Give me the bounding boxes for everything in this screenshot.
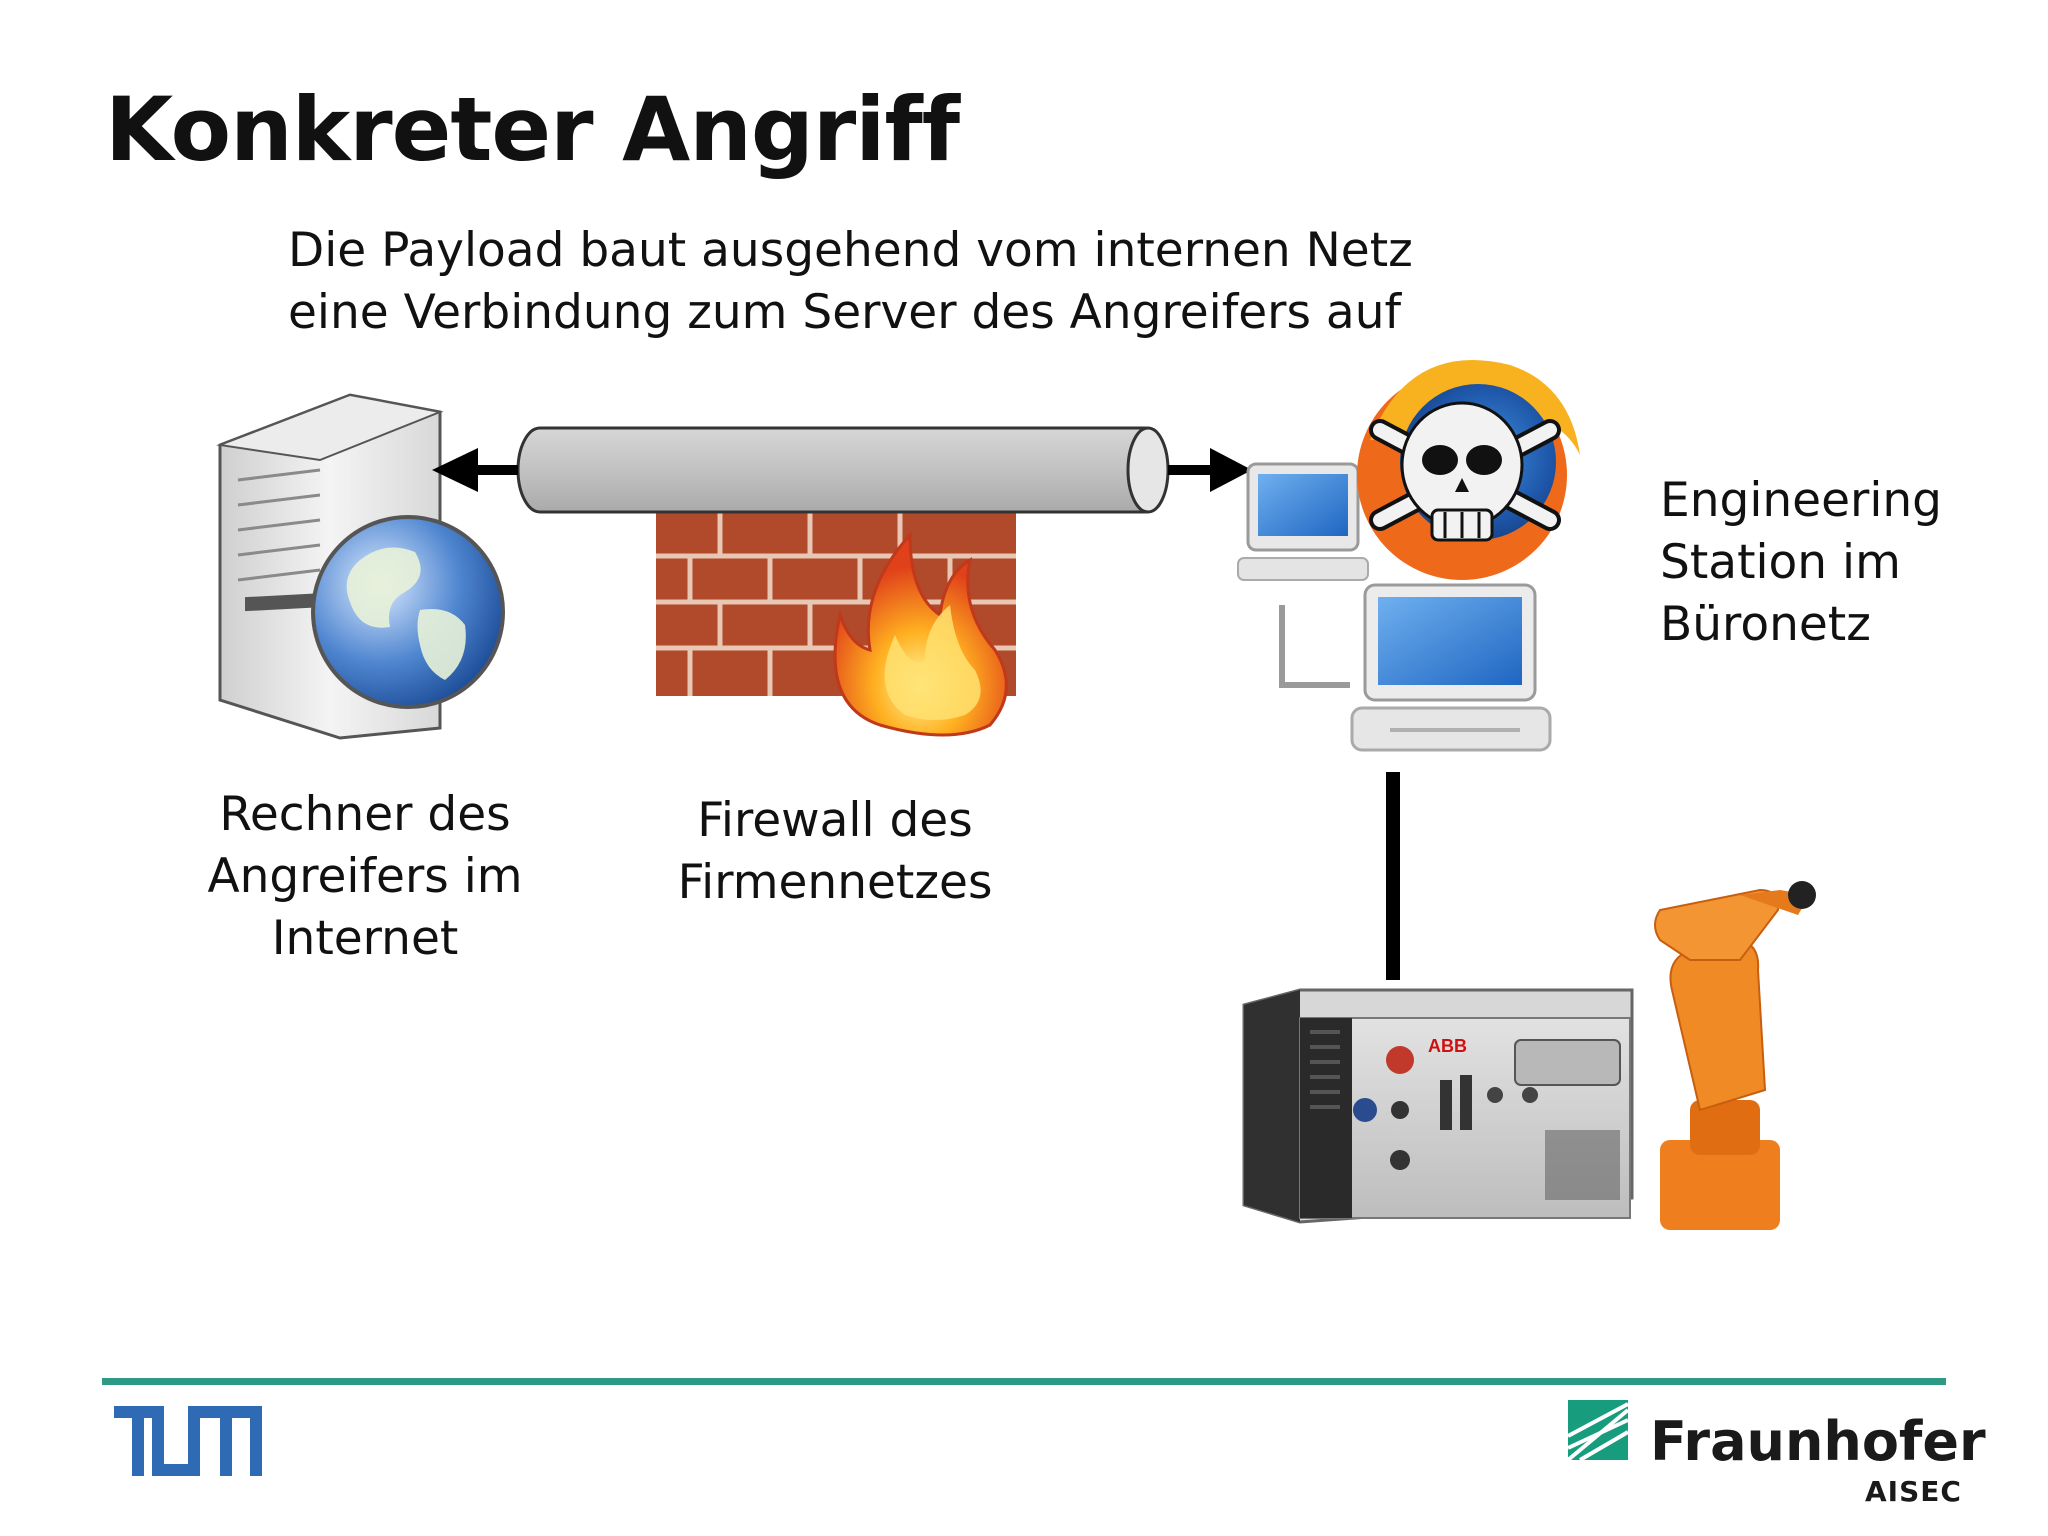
firewall-icon [656,510,1016,737]
connection-tunnel [516,426,1170,514]
server-globe-icon [216,393,505,740]
arrow-right-icon [1168,448,1252,492]
industrial-robot-icon [1654,881,1816,1230]
arrow-left-icon [432,448,518,492]
page-subtitle: Die Payload baut ausgehend vom internen … [288,223,1413,340]
footer-divider [102,1378,1946,1385]
page-title: Konkreter Angriff [105,78,960,181]
skull-firefox-icon [1357,360,1580,580]
robot-controller-icon: ABB [1242,988,1634,1224]
tum-logo [114,1406,262,1476]
engineering-station-label: Engineering Station im Büronetz [1660,473,1942,652]
workstation-icon [1237,462,1552,752]
fraunhofer-logo-sub: AISEC [1865,1475,1962,1508]
fraunhofer-mark-icon [1566,1400,1630,1462]
fraunhofer-logo-name: Fraunhofer [1650,1410,1986,1473]
controller-brand: ABB [1428,1036,1467,1056]
attacker-label: Rechner des Angreifers im Internet [207,787,523,966]
firewall-label: Firewall des Firmennetzes [677,793,993,910]
